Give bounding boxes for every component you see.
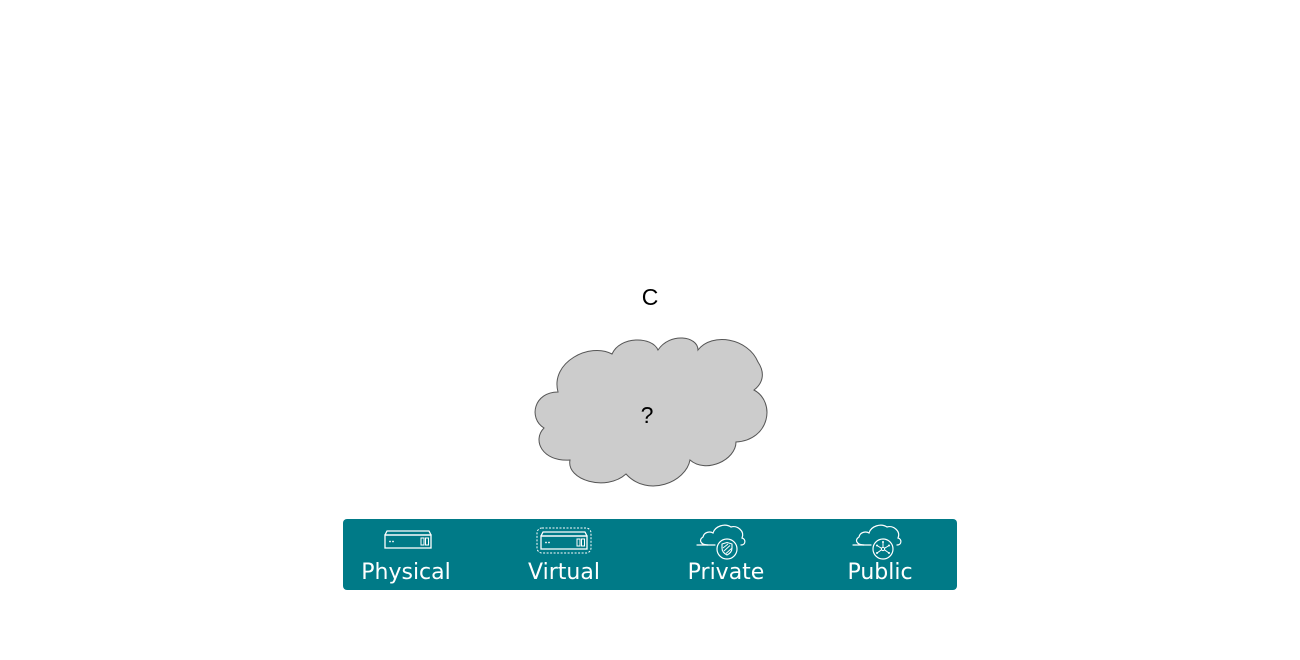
virtual-item: Virtual: [515, 519, 613, 590]
physical-item: Physical: [353, 519, 459, 590]
cloud-icon: [534, 337, 768, 487]
cloud-label: ?: [640, 402, 654, 428]
virtual-label: Virtual: [528, 560, 600, 585]
server-icon: [384, 530, 432, 549]
private-cloud-icon: [696, 524, 746, 560]
diagram-top-label: C: [641, 284, 659, 310]
public-cloud-icon: [852, 524, 902, 560]
deployment-bar: Physical Virtual Private: [343, 519, 957, 590]
private-item: Private: [673, 519, 779, 590]
cloud-shape: ?: [530, 332, 770, 494]
public-label: Public: [847, 560, 913, 585]
private-label: Private: [687, 560, 765, 585]
virtual-server-icon: [536, 527, 592, 554]
public-item: Public: [829, 519, 931, 590]
physical-label: Physical: [361, 560, 451, 585]
